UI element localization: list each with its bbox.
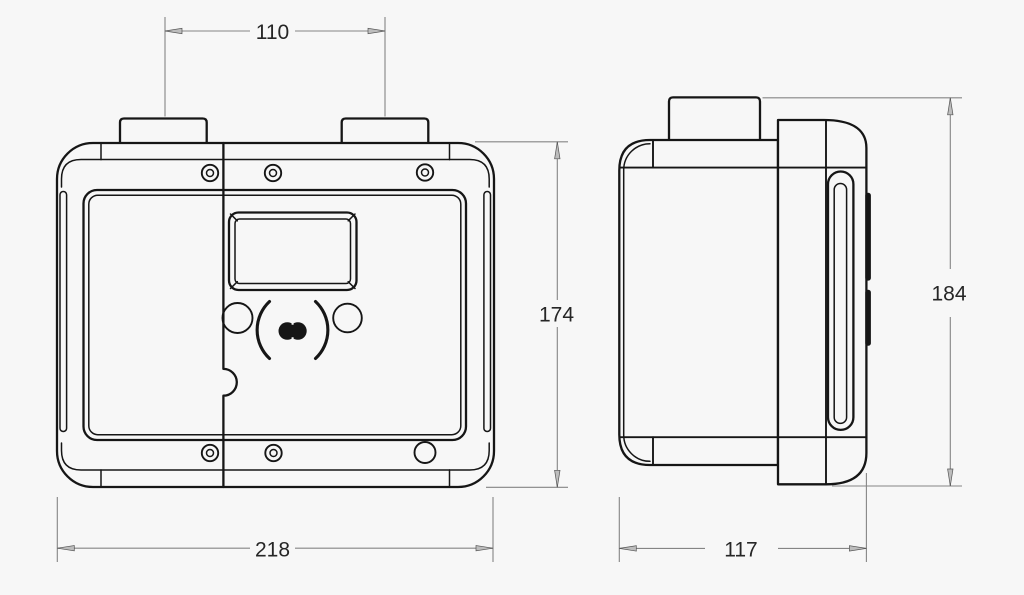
dim-184-arrow-top (947, 97, 954, 116)
dimension-117: 117 (618, 473, 867, 562)
screw-icon (200, 443, 220, 463)
dim-218-arrow-right (475, 545, 494, 552)
brand-logo (221, 299, 363, 361)
logo-left-paren (255, 299, 272, 361)
front-view (55, 117, 496, 489)
front-panel-outer (82, 188, 468, 442)
dimension-label: 117 (724, 539, 757, 562)
side-clip-tab-top (865, 192, 871, 281)
dimension-label: 184 (931, 283, 966, 306)
front-case-outline (55, 141, 496, 489)
screw-icon (263, 163, 283, 183)
display-window-inner (234, 218, 352, 285)
front-inner-corner-bottom-left (60, 442, 102, 471)
dimension-110: 110 (164, 17, 386, 117)
dim-174-arrow-top (554, 141, 561, 160)
front-pipe-right (340, 117, 430, 143)
dim-174-extension-lines (475, 141, 568, 488)
logo-left-circle (221, 302, 254, 334)
dim-184-arrow-bottom (947, 468, 954, 487)
dimension-label: 174 (539, 304, 574, 327)
front-inner-corner-top-left (60, 158, 102, 188)
front-panel-inner (88, 194, 462, 436)
dim-117-extension-lines (618, 473, 867, 562)
side-pipe (667, 96, 762, 140)
side-slot-inner (833, 182, 848, 425)
screw-icon (415, 163, 435, 182)
display-window-outer (227, 211, 358, 292)
side-view (618, 96, 871, 486)
dim-117-arrow-left (619, 545, 637, 552)
dim-184-extension-lines (762, 97, 962, 487)
side-body-outline (618, 138, 780, 467)
front-inner-corner-top-right (448, 158, 490, 188)
logo-right-paren (313, 299, 330, 361)
dim-218-arrow-left (57, 545, 75, 552)
screw-icon (264, 443, 283, 463)
side-slot-outer (826, 170, 855, 432)
logo-dot-right (289, 322, 307, 340)
logo-right-circle (332, 302, 363, 334)
front-center-seam (222, 141, 238, 489)
dimension-184: 184 (762, 97, 967, 487)
dimension-218: 218 (56, 497, 494, 562)
front-pipe-left (118, 117, 208, 143)
dimension-label: 218 (255, 539, 290, 562)
front-bottom-right-hole (413, 441, 437, 464)
front-left-edge-strip (59, 190, 68, 433)
side-left-inner-line (622, 142, 651, 463)
side-back-plate (776, 118, 868, 486)
display-window-chamfers (229, 213, 356, 290)
dim-110-arrow-right (367, 27, 386, 35)
dim-218-extension-lines (56, 497, 494, 562)
dimension-label: 110 (256, 21, 289, 44)
front-right-edge-strip (483, 190, 492, 433)
front-inner-corner-bottom-right (448, 442, 490, 471)
dimension-174: 174 (475, 141, 574, 488)
dim-110-arrow-left (164, 27, 183, 35)
dim-110-extension-lines (164, 17, 386, 117)
dim-174-arrow-bottom (554, 469, 561, 488)
screw-icon (200, 163, 220, 183)
dim-117-arrow-right (849, 545, 867, 552)
side-clip-tab-bottom (865, 289, 871, 346)
